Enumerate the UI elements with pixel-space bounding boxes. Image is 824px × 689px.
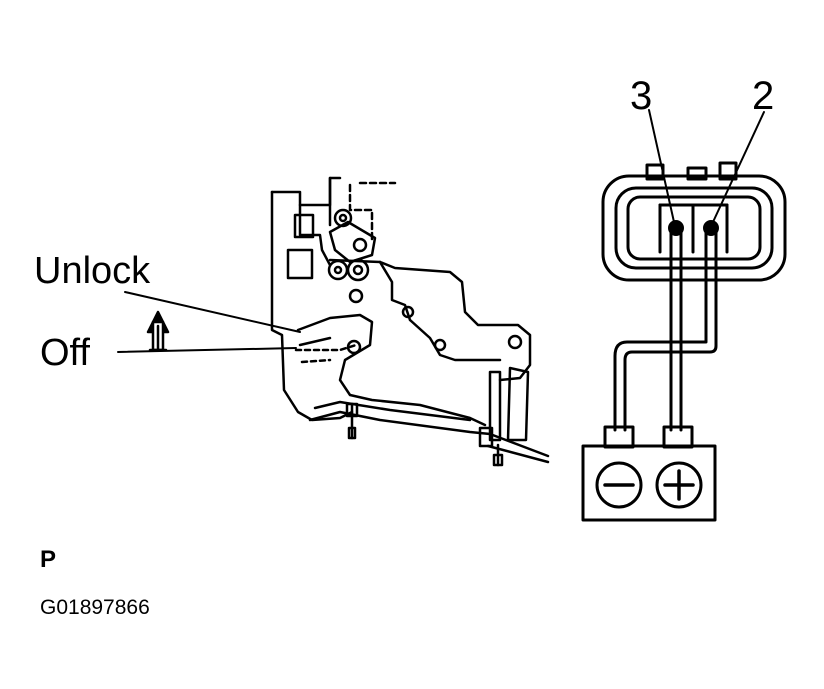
- battery-body: [581, 444, 717, 522]
- plus-icon: [655, 461, 703, 509]
- terminal-3-callout-line: [648, 109, 675, 223]
- battery-positive-post: [662, 425, 694, 449]
- battery-negative-post: [603, 425, 635, 449]
- terminal-2-pin: [703, 220, 719, 236]
- terminal-3-pin: [668, 220, 684, 236]
- terminal-3-label: 3: [630, 74, 653, 118]
- up-arrow-icon: [146, 310, 170, 352]
- terminal-callouts: [648, 109, 765, 223]
- door-lock-assembly: [270, 176, 550, 467]
- figure-id: G01897866: [40, 596, 150, 619]
- battery: [581, 425, 717, 522]
- position-indicator: [117, 291, 301, 353]
- unlock-label: Unlock: [34, 250, 151, 292]
- minus-icon: [595, 461, 643, 509]
- connector: [601, 161, 787, 282]
- unlock-leader-line: [124, 291, 301, 333]
- terminal-2-label: 2: [752, 74, 775, 118]
- terminal-2-callout-line: [712, 111, 765, 223]
- wire-terminal-2-negative: [613, 230, 708, 432]
- off-label: Off: [40, 332, 90, 374]
- off-leader-line: [117, 347, 297, 353]
- wires: [613, 230, 718, 432]
- view-letter: P: [40, 546, 57, 573]
